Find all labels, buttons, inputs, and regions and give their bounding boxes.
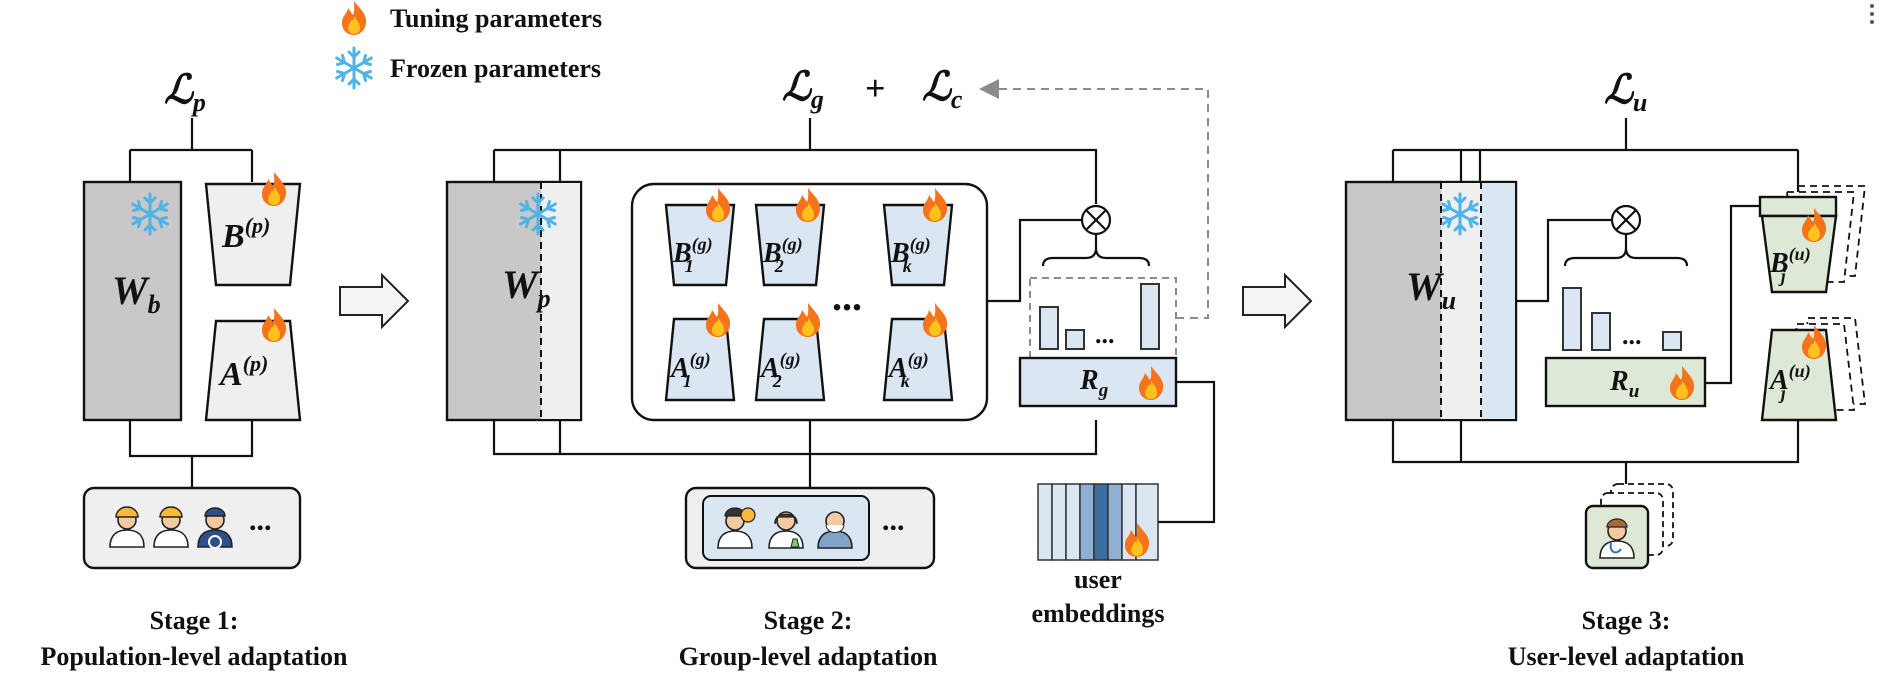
stage2-B2-label: B(g)2 xyxy=(762,234,803,276)
stage3-weight-bar xyxy=(1662,331,1682,351)
stage3-base-delta-user xyxy=(1481,183,1515,419)
stage2-module-dots: ... xyxy=(832,274,862,319)
stage2-brace xyxy=(1041,234,1151,267)
driver-icon xyxy=(197,507,233,549)
stage2-Bk-label: B(g)k xyxy=(890,234,931,276)
stage2-routing-weights-box xyxy=(1029,277,1177,359)
stage3-A-label: A(u)j xyxy=(1768,361,1811,403)
stage2-loss-g: ℒg xyxy=(782,64,824,114)
legend: Tuning parameters Frozen parameters xyxy=(335,1,602,90)
stage3: ℒu Wu ... Ru B(u)j xyxy=(1344,67,1867,671)
stage3-B-label: B(u)j xyxy=(1769,244,1811,286)
stage3-router-to-adapter-wire xyxy=(1705,204,1760,385)
stage3-caption-line1: Stage 3: xyxy=(1582,606,1671,635)
stage2-top-wire xyxy=(492,118,1098,204)
banker-icon xyxy=(717,507,756,549)
embeddings-label-line1: user xyxy=(1074,565,1122,594)
stage2-weight-bar xyxy=(1140,283,1160,350)
stage3-router-label: Ru xyxy=(1609,366,1639,402)
stage2-A1-label: A(g)1 xyxy=(669,349,711,391)
stage1-A-label: A(p) xyxy=(218,351,268,393)
stage3-weight-bar xyxy=(1591,312,1611,351)
stage2-base-label: Wp xyxy=(502,262,551,313)
stage3-top-wire xyxy=(1391,118,1800,198)
stage2-embedding-wire xyxy=(1158,380,1216,524)
legend-tuning-label: Tuning parameters xyxy=(390,4,602,33)
stage2-plus: + xyxy=(865,68,886,108)
more-icon[interactable] xyxy=(1870,4,1874,24)
multiply-icon-cross xyxy=(1085,209,1107,231)
stage2-bottom-wire xyxy=(492,420,1098,488)
stage1-bottom-wire xyxy=(128,420,254,488)
stage1-caption-line1: Stage 1: xyxy=(150,606,239,635)
embeddings-label-line2: embeddings xyxy=(1032,599,1165,628)
stage3-loss: ℒu xyxy=(1604,67,1647,117)
worker-icon xyxy=(153,506,189,548)
stage1-caption-line2: Population-level adaptation xyxy=(41,642,349,671)
elder-icon xyxy=(817,511,853,549)
stage2-weight-bar xyxy=(1065,329,1085,350)
arrow-right-icon xyxy=(339,272,410,330)
stage1: ℒp Wb B(p) A(p) ... xyxy=(41,67,349,671)
stage3-brace xyxy=(1563,234,1689,267)
fire-icon xyxy=(262,308,287,342)
stage2-B1-label: B(g)1 xyxy=(672,234,713,276)
stage3-bottom-wire xyxy=(1391,420,1800,506)
stage3-base-to-gate-wire xyxy=(1516,218,1612,303)
scientist-icon xyxy=(768,511,804,549)
stage3-base-label: Wu xyxy=(1406,264,1456,315)
stage2-caption-line2: Group-level adaptation xyxy=(679,642,938,671)
stage2-loss-c: ℒc xyxy=(922,64,963,114)
stage2-module-to-gate-wire xyxy=(987,218,1082,303)
fire-icon xyxy=(262,172,287,206)
arrow-right-icon xyxy=(1242,272,1313,330)
stage1-loss: ℒp xyxy=(164,67,206,117)
stage2-router-label: Rg xyxy=(1079,365,1108,401)
stage2-hist-dots: ... xyxy=(1095,320,1115,349)
stage1-top-wire xyxy=(128,118,254,182)
snowflake-icon xyxy=(335,46,373,90)
stage3-adapter-selector xyxy=(1758,195,1838,218)
worker-icon xyxy=(109,506,145,548)
multiply-icon-cross xyxy=(1615,209,1637,231)
stage2: ℒg + ℒc Wp B(g)1 B(g)2 B(g)k ... A(g)1 xyxy=(445,64,1216,671)
fire-icon xyxy=(342,1,367,35)
stage2-group-dots: ... xyxy=(882,504,905,537)
stage3-hist-dots: ... xyxy=(1622,321,1642,350)
stage1-population-dots: ... xyxy=(249,504,272,537)
stage1-B-label: B(p) xyxy=(221,213,270,255)
stage3-weight-bar xyxy=(1562,287,1582,351)
stage2-weight-bar xyxy=(1039,306,1059,350)
stage2-Ak-label: A(g)k xyxy=(887,349,929,391)
legend-frozen-label: Frozen parameters xyxy=(390,54,601,83)
stage2-A2-label: A(g)2 xyxy=(759,349,801,391)
population-users-box xyxy=(82,486,302,570)
stage3-caption-line2: User-level adaptation xyxy=(1508,642,1745,671)
stage1-base-label: Wb xyxy=(112,268,161,319)
stage1-A-adapter xyxy=(204,319,302,422)
contrastive-loss-dashed-arrow xyxy=(979,79,1209,319)
stage2-caption-line1: Stage 2: xyxy=(764,606,853,635)
doctor-icon xyxy=(1599,518,1635,559)
